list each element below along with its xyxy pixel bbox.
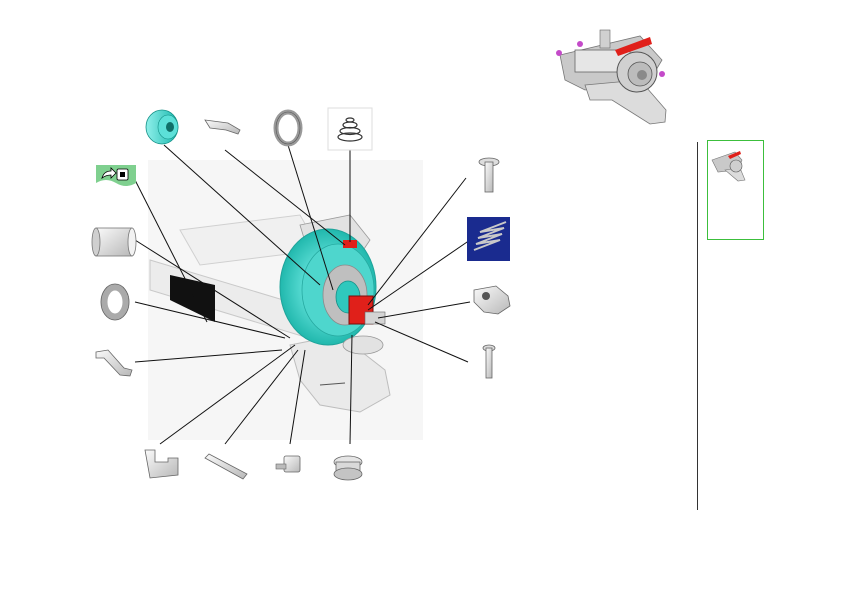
leader-lines: [133, 144, 471, 445]
assembly-preview-image: [553, 5, 678, 133]
small-pin-part[interactable]: [482, 344, 496, 379]
flat-clip-part[interactable]: [204, 119, 241, 135]
cyan-pulley-part[interactable]: [145, 109, 179, 145]
o-ring-part[interactable]: [273, 109, 303, 147]
leaf-spring-part[interactable]: [95, 349, 133, 377]
share-menu-button[interactable]: [96, 165, 136, 189]
short-shaft-part[interactable]: [275, 455, 301, 473]
conical-spring-part[interactable]: [327, 107, 373, 151]
assembly-thumbnail-frame[interactable]: [707, 140, 764, 240]
rod-part[interactable]: [204, 453, 248, 480]
clamp-block-part[interactable]: [473, 285, 511, 315]
divider-line: [697, 142, 698, 510]
bracket-part[interactable]: [144, 449, 179, 479]
thumbnail-image: [711, 151, 746, 182]
coil-spring-part[interactable]: [467, 217, 510, 261]
spool-part[interactable]: [333, 455, 363, 481]
main-assembly: [148, 160, 423, 440]
washer-part[interactable]: [100, 283, 130, 321]
pin-part[interactable]: [478, 157, 500, 193]
bushing-part[interactable]: [91, 227, 137, 257]
